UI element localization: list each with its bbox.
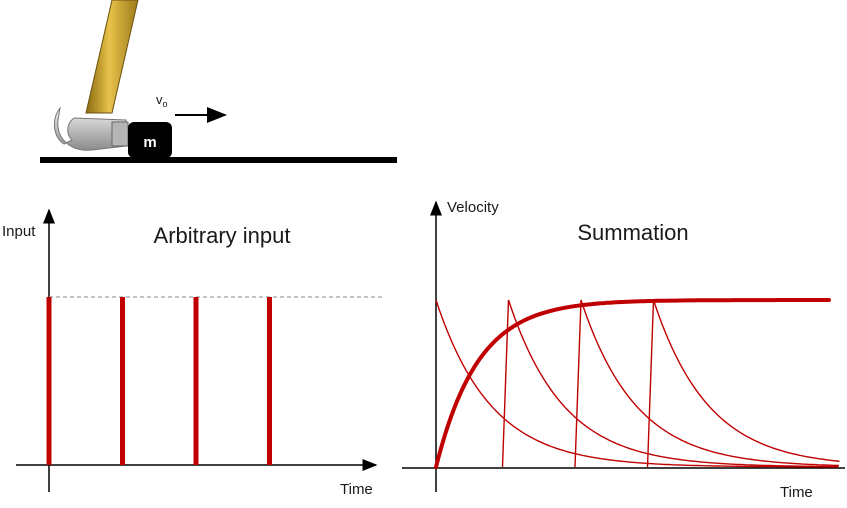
y-axis-label: Velocity bbox=[447, 199, 499, 216]
summed-velocity-curve bbox=[434, 298, 831, 469]
velocity-label: v bbox=[156, 92, 163, 107]
svg-text:vo: vo bbox=[156, 92, 168, 109]
ground-line bbox=[40, 157, 397, 163]
y-axis-label: Input bbox=[2, 223, 36, 240]
mass-block bbox=[128, 122, 172, 158]
impulse-bar-2 bbox=[120, 297, 125, 465]
input-chart: Arbitrary input Input Time bbox=[2, 208, 385, 498]
velocity-subscript: o bbox=[163, 99, 168, 109]
x-axis-label: Time bbox=[340, 481, 373, 498]
hammer-handle bbox=[85, 0, 139, 114]
impulse-bar-1 bbox=[46, 297, 52, 465]
impulse-response-2 bbox=[501, 299, 839, 468]
hammer-face bbox=[111, 121, 129, 147]
impulse-response-4 bbox=[646, 299, 840, 468]
impulse-response-3 bbox=[574, 299, 840, 468]
summation-chart: Summation Velocity Time bbox=[402, 199, 845, 501]
impulse-response-1 bbox=[435, 299, 838, 468]
x-axis-label: Time bbox=[780, 484, 813, 501]
mass-label: m bbox=[143, 134, 156, 151]
illustration: m vo bbox=[40, 0, 397, 163]
impulse-bar-3 bbox=[193, 297, 199, 465]
hammer-icon bbox=[54, 0, 139, 151]
impulse-bar-4 bbox=[267, 297, 272, 465]
chart-title: Arbitrary input bbox=[154, 223, 291, 248]
chart-title: Summation bbox=[577, 220, 688, 245]
hammer-head bbox=[54, 106, 127, 151]
